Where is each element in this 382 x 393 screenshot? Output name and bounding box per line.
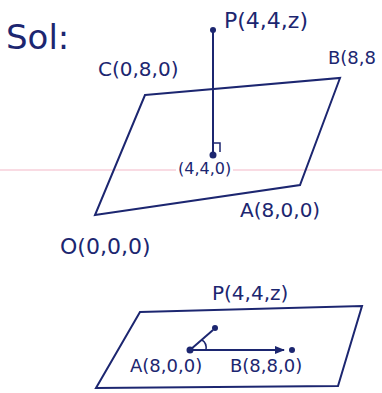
point-label: A(8,0,0): [128, 356, 204, 377]
point-label: C(0,8,0): [96, 58, 180, 81]
point-label: B(8,8: [326, 48, 378, 69]
perpendicular-line: [212, 30, 214, 155]
point-label: (4,4,0): [176, 160, 233, 178]
point-label: A(8,0,0): [238, 199, 322, 222]
point: [210, 27, 216, 33]
vector-line: [190, 330, 213, 350]
vector-arrow: [190, 349, 284, 351]
point-label: B(8,8,0): [228, 356, 304, 377]
right-angle-mark: [213, 143, 220, 152]
point-label: O(0,0,0): [58, 234, 152, 259]
point: [187, 347, 194, 354]
point-label: P(4,4,z): [210, 282, 290, 305]
plane: [96, 306, 362, 388]
point-label: P(4,4,z): [222, 8, 310, 33]
plane: [95, 78, 340, 215]
heading-text: Sol:: [4, 18, 71, 57]
point: [289, 347, 295, 353]
angle-mark: [202, 340, 206, 350]
point: [212, 325, 218, 331]
point: [210, 152, 217, 159]
